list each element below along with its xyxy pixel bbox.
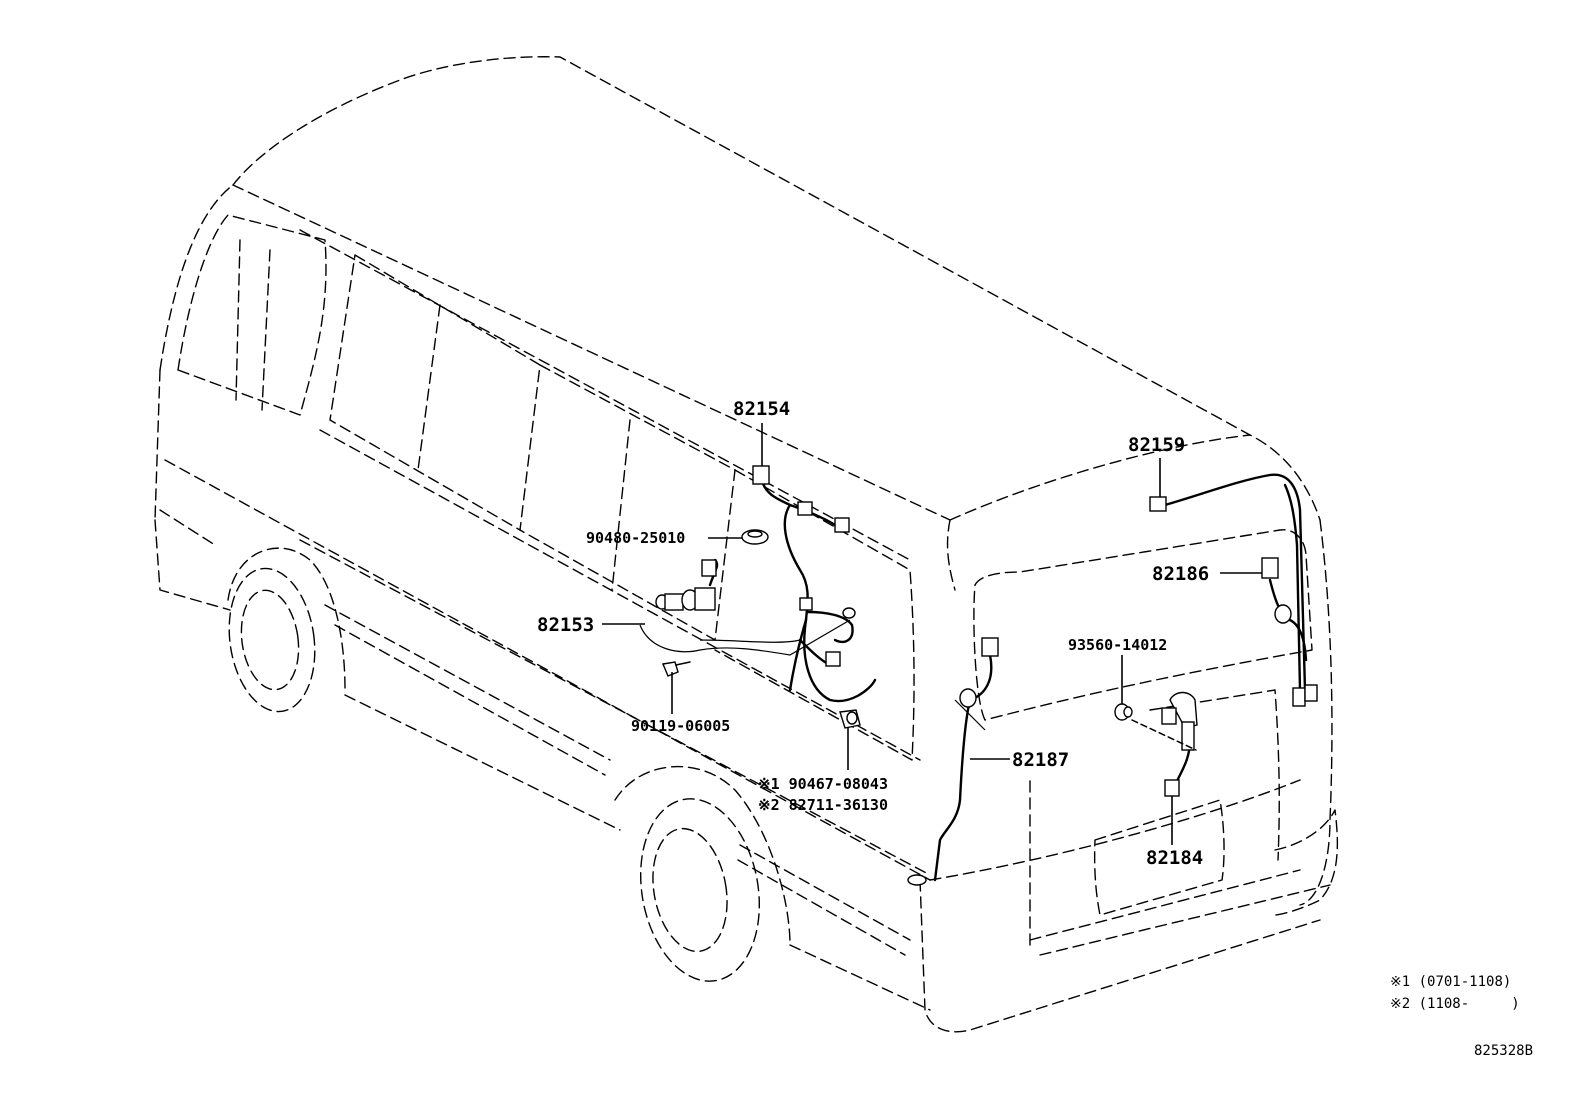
leader-lines: [602, 423, 1262, 845]
connector-82159: [1149, 496, 1167, 512]
footnotes: ※1 (0701-1108) ※2 (1108- ) 825328B: [1390, 974, 1533, 1059]
connector-82154: [752, 465, 770, 485]
label-90119-06005: 90119-06005: [631, 717, 730, 735]
van-body-outline: [154, 56, 1339, 1033]
footnote-1: ※1 (0701-1108): [1390, 974, 1511, 990]
connector-82184: [1164, 779, 1180, 797]
connector-82154-b: [797, 501, 813, 516]
label-82159: 82159: [1128, 434, 1185, 456]
socket-82153: [655, 559, 717, 611]
connector-82187: [981, 637, 999, 657]
label-90467-08043: ※1 90467-08043: [758, 775, 888, 793]
label-82187: 82187: [1012, 749, 1069, 771]
rear-harness: [907, 473, 1318, 886]
label-82154: 82154: [733, 398, 790, 420]
label-93560-14012: 93560-14012: [1068, 636, 1167, 654]
label-82186: 82186: [1152, 563, 1209, 585]
footnote-2: ※2 (1108- ): [1390, 996, 1520, 1012]
screw-90119: [662, 661, 691, 677]
connector-82154-c: [834, 517, 850, 533]
figure-id: 825328B: [1474, 1043, 1533, 1059]
connector-82154-d: [825, 651, 841, 667]
label-82153: 82153: [537, 614, 594, 636]
lamp-82184: [1181, 721, 1195, 751]
connector-82186: [1261, 557, 1279, 579]
label-82711-36130: ※2 82711-36130: [758, 796, 888, 814]
clamp-90467: [839, 709, 861, 729]
label-90480-25010: 90480-25010: [586, 529, 685, 547]
side-harness: [639, 465, 877, 729]
part-labels: 82154 82159 82186 90480-25010 82153 9356…: [537, 398, 1209, 869]
label-82184: 82184: [1146, 847, 1203, 869]
